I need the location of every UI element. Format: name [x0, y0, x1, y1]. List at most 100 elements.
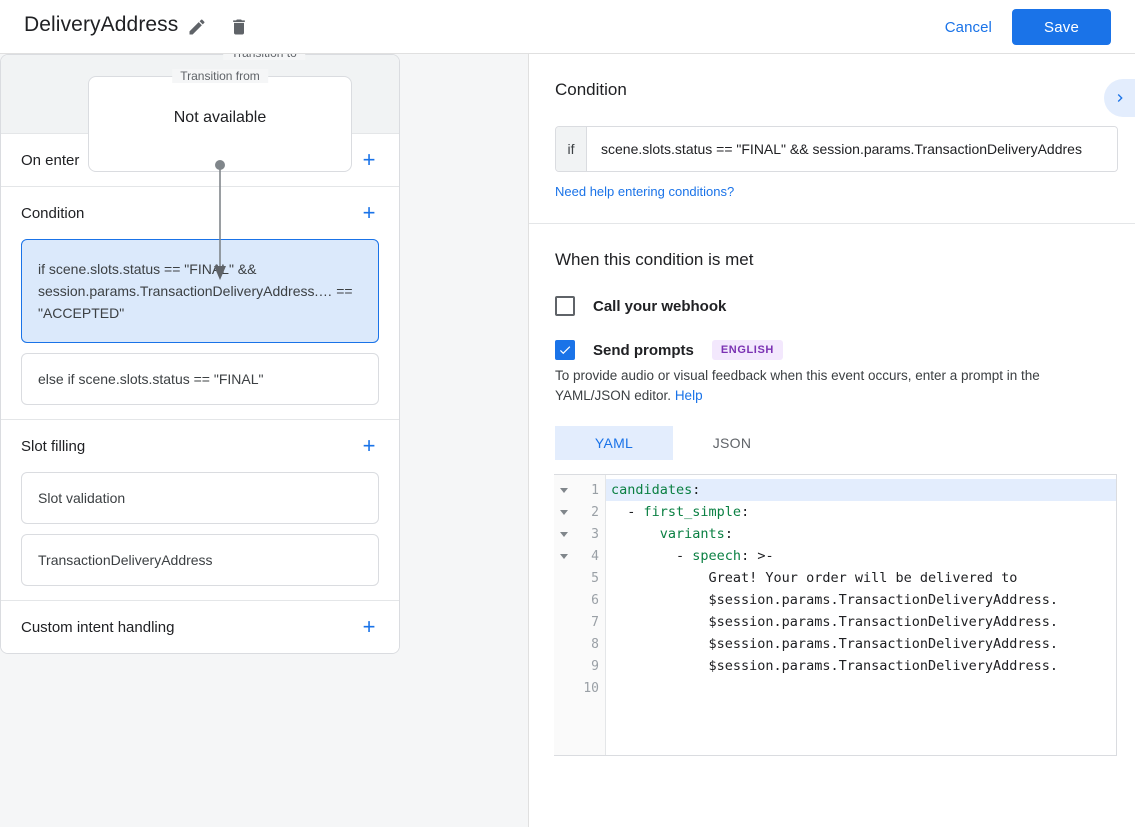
code-token: : >- [741, 548, 774, 564]
editor-gutter-line: 7 [554, 611, 605, 633]
code-token: speech [692, 548, 742, 564]
editor-code-area[interactable]: candidates: - first_simple: variants: - … [606, 475, 1116, 755]
editor-gutter-line: 10 [554, 677, 605, 699]
fold-triangle-icon[interactable] [554, 507, 574, 517]
code-token: - [611, 548, 693, 564]
editor-code-line [606, 677, 1116, 699]
section-divider [529, 223, 1135, 224]
editor-gutter-line: 8 [554, 633, 605, 655]
code-token: candidates [611, 482, 693, 498]
editor-gutter-line: 5 [554, 567, 605, 589]
fold-triangle-icon[interactable] [554, 529, 574, 539]
fold-triangle-icon[interactable] [554, 551, 574, 561]
code-token: : [741, 504, 750, 520]
editor-line-number: 1 [591, 482, 599, 498]
code-token: $session.params.TransactionDeliveryAddre… [611, 592, 1059, 608]
editor-code-line: $session.params.TransactionDeliveryAddre… [606, 611, 1116, 633]
code-token: $session.params.TransactionDeliveryAddre… [611, 658, 1059, 674]
code-token: $session.params.TransactionDeliveryAddre… [611, 636, 1059, 652]
call-webhook-checkbox[interactable] [555, 296, 575, 316]
add-condition-button[interactable]: + [362, 200, 376, 225]
slot-validation-item[interactable]: Slot validation [21, 472, 379, 524]
tab-json[interactable]: JSON [712, 435, 752, 451]
condition-help-link[interactable]: Need help entering conditions? [555, 184, 735, 199]
fold-triangle-icon[interactable] [554, 485, 574, 495]
editor-code-line: candidates: [606, 479, 1116, 501]
cancel-button[interactable]: Cancel [937, 12, 1000, 42]
delete-button[interactable] [222, 10, 256, 44]
transition-from-card: Transition from Not available [88, 69, 352, 172]
collapse-panel-button[interactable] [1104, 79, 1135, 117]
condition-input[interactable] [587, 127, 1117, 171]
transition-from-legend: Transition from [172, 69, 268, 83]
checkmark-icon [559, 346, 571, 355]
editor-gutter-line: 6 [554, 589, 605, 611]
code-token: : [724, 526, 733, 542]
editor-line-number: 3 [591, 526, 599, 542]
add-on-enter-button[interactable]: + [362, 147, 376, 172]
editor-line-number: 2 [591, 504, 599, 520]
editor-line-number: 6 [591, 592, 599, 608]
editor-code-line: Great! Your order will be delivered to [606, 567, 1116, 589]
condition-heading: Condition [555, 80, 627, 99]
editor-gutter-line: 2 [554, 501, 605, 523]
scene-section-condition: Condition + if scene.slots.status == "FI… [1, 187, 399, 420]
editor-code-line: $session.params.TransactionDeliveryAddre… [606, 633, 1116, 655]
code-token: - [611, 504, 644, 520]
editor-gutter-line: 3 [554, 523, 605, 545]
call-webhook-label: Call your webhook [593, 297, 727, 315]
trash-icon [233, 19, 245, 35]
top-app-bar: DeliveryAddress Cancel Save [0, 0, 1135, 54]
editor-code-line: - first_simple: [606, 501, 1116, 523]
send-prompts-checkbox-row[interactable]: Send prompts ENGLISH [555, 340, 1117, 360]
code-editor[interactable]: 1 2 3 4 5 6 7 8 9 10 candidates: - first_simple: … [554, 474, 1117, 756]
section-title: Condition [21, 204, 85, 222]
editor-gutter-line: 9 [554, 655, 605, 677]
editor-format-tabs: YAML JSON [555, 426, 1117, 460]
webhook-checkbox-row[interactable]: Call your webhook [555, 296, 1117, 316]
save-button[interactable]: Save [1012, 9, 1111, 45]
tab-yaml[interactable]: YAML [555, 426, 673, 460]
code-token: $session.params.TransactionDeliveryAddre… [611, 614, 1059, 630]
add-slot-filling-button[interactable]: + [362, 433, 376, 458]
add-custom-intent-button[interactable]: + [362, 614, 376, 639]
editor-line-number: 9 [591, 658, 599, 674]
transition-to-legend: Transition to [223, 54, 305, 60]
code-token: Great! Your order will be delivered to [611, 570, 1018, 586]
right-details-panel: Condition if Need help entering conditio… [528, 54, 1135, 827]
transition-from-value: Not available [173, 109, 267, 126]
transition-to-card: Transition to DeliveryAddress Scene On e… [0, 54, 400, 654]
editor-code-line: variants: [606, 523, 1116, 545]
editor-gutter: 1 2 3 4 5 6 7 8 9 10 [554, 475, 606, 755]
chevron-right-icon [1117, 94, 1123, 102]
condition-if-prefix: if [556, 127, 587, 171]
condition-input-row: if [555, 126, 1118, 172]
editor-line-number: 5 [591, 570, 599, 586]
section-title: Slot filling [21, 437, 86, 455]
when-met-heading: When this condition is met [555, 250, 754, 269]
left-graph-panel: Transition from Not available Transition… [0, 54, 528, 827]
editor-line-number: 8 [591, 636, 599, 652]
send-prompts-checkbox[interactable] [555, 340, 575, 360]
editor-line-number: 10 [583, 680, 599, 696]
condition-item[interactable]: else if scene.slots.status == "FINAL" [21, 353, 379, 405]
editor-line-number: 4 [591, 548, 599, 564]
page-title: DeliveryAddress [24, 13, 179, 36]
code-token: : [692, 482, 701, 498]
description-help-link[interactable]: Help [674, 388, 703, 403]
edit-name-button[interactable] [180, 10, 214, 44]
scene-section-on-enter: On enter + [1, 134, 399, 187]
code-token [611, 526, 660, 542]
language-badge: ENGLISH [711, 340, 783, 360]
scene-section-slot-filling: Slot filling + Slot validation Transacti… [1, 420, 399, 601]
description-text: To provide audio or visual feedback when… [555, 368, 1040, 403]
section-title: On enter [21, 151, 80, 169]
editor-gutter-line: 1 [554, 479, 605, 501]
code-token: variants [659, 526, 725, 542]
send-prompts-description: To provide audio or visual feedback when… [555, 366, 1117, 406]
condition-item-selected[interactable]: if scene.slots.status == "FINAL" && sess… [21, 239, 379, 343]
section-title: Custom intent handling [21, 618, 175, 636]
slot-item[interactable]: TransactionDeliveryAddress [21, 534, 379, 586]
when-condition-met-section: When this condition is met Call your web… [529, 224, 1135, 778]
editor-code-line: $session.params.TransactionDeliveryAddre… [606, 655, 1116, 677]
